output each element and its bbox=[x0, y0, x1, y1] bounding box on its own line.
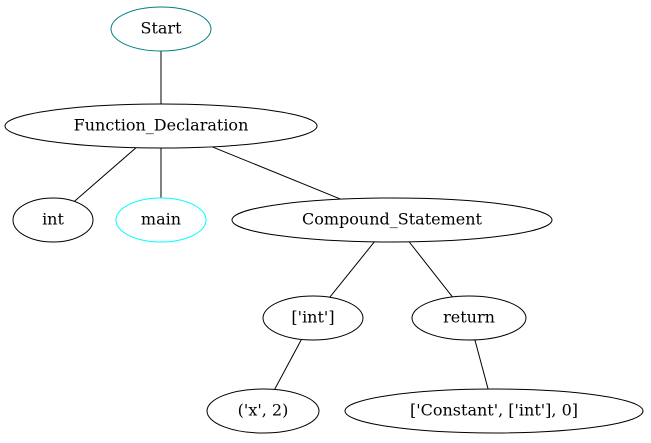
edge-compound-to-int_list bbox=[329, 241, 375, 298]
node-constant-outline bbox=[344, 388, 644, 434]
node-start: Start bbox=[110, 6, 212, 52]
node-int-outline bbox=[12, 197, 94, 243]
node-compound-statement-outline bbox=[231, 197, 553, 243]
node-compound-statement-label: Compound_Statement bbox=[302, 210, 483, 229]
edges-layer bbox=[74, 51, 489, 390]
node-main-label: main bbox=[141, 210, 181, 229]
edge-func_decl-to-compound bbox=[211, 146, 341, 200]
node-return-outline bbox=[411, 295, 527, 341]
node-int-list-outline bbox=[262, 295, 364, 341]
node-main-outline bbox=[115, 197, 207, 243]
node-compound-statement: Compound_Statement bbox=[231, 197, 553, 243]
node-function-declaration: Function_Declaration bbox=[4, 103, 318, 149]
node-x-2: ('x', 2) bbox=[206, 388, 320, 434]
edge-int_list-to-x2 bbox=[274, 339, 302, 390]
node-x-2-outline bbox=[206, 388, 320, 434]
node-start-outline bbox=[110, 6, 212, 52]
node-constant-label: ['Constant', ['int'], 0] bbox=[410, 401, 578, 420]
node-int-list: ['int'] bbox=[262, 295, 364, 341]
node-main: main bbox=[115, 197, 207, 243]
edge-compound-to-return bbox=[408, 241, 453, 298]
node-int: int bbox=[12, 197, 94, 243]
node-function-declaration-label: Function_Declaration bbox=[74, 116, 249, 135]
nodes-layer: Start Function_Declaration int main Comp… bbox=[4, 6, 644, 434]
node-return-label: return bbox=[443, 308, 495, 327]
node-function-declaration-outline bbox=[4, 103, 318, 149]
edge-return-to-constant bbox=[474, 339, 489, 390]
node-int-list-label: ['int'] bbox=[291, 308, 334, 327]
node-start-label: Start bbox=[140, 19, 182, 38]
node-return: return bbox=[411, 295, 527, 341]
node-constant: ['Constant', ['int'], 0] bbox=[344, 388, 644, 434]
edge-func_decl-to-int bbox=[74, 147, 137, 202]
node-int-label: int bbox=[42, 210, 64, 229]
node-x-2-label: ('x', 2) bbox=[238, 401, 289, 420]
